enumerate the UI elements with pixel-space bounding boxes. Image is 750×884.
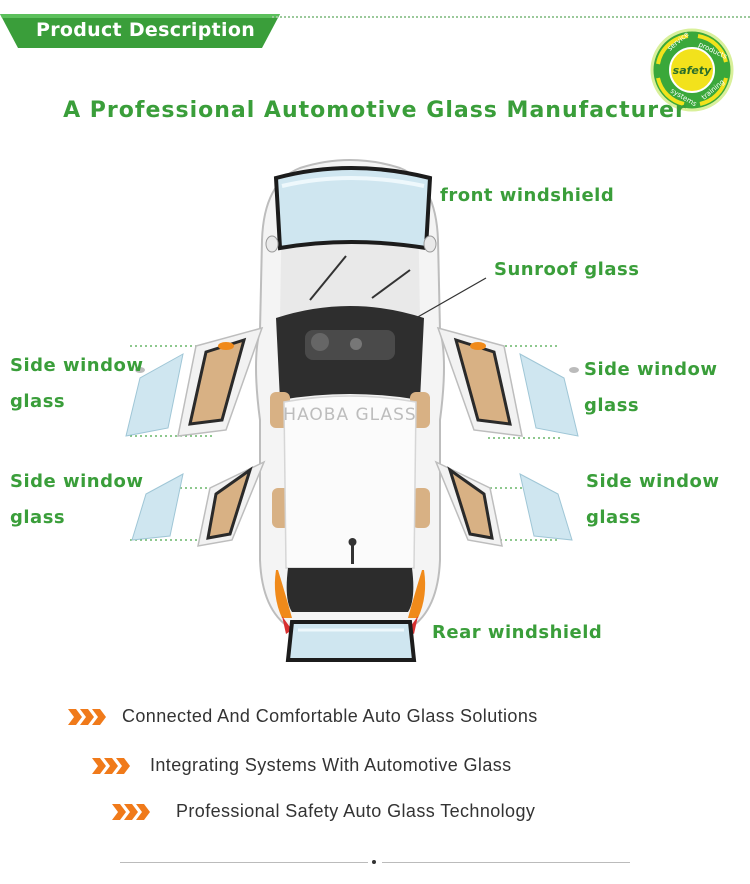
car-glass-diagram: HAOBA GLASS: [125, 159, 579, 662]
label-side-window-bl-line1: Side window: [10, 471, 144, 492]
header-tab-shape: [0, 14, 280, 48]
footer-divider-left: [120, 862, 368, 863]
page-title: A Professional Automotive Glass Manufact…: [63, 98, 687, 123]
label-side-window-bl: Side window glass: [10, 464, 144, 536]
label-side-window-br: Side window glass: [586, 464, 720, 536]
label-side-window-br-line1: Side window: [586, 471, 720, 492]
label-side-window-tr: Side window glass: [584, 352, 718, 424]
chevron-icon: [68, 709, 106, 725]
label-rear-windshield: Rear windshield: [432, 622, 603, 643]
label-side-window-bl-line2: glass: [10, 507, 66, 528]
badge-center-text: safety: [673, 64, 712, 77]
feature-item-3: Professional Safety Auto Glass Technolog…: [176, 801, 536, 821]
safety-badge: safety service products systems training: [650, 28, 734, 112]
label-side-window-tr-line2: glass: [584, 395, 640, 416]
watermark-text: HAOBA GLASS: [283, 405, 416, 425]
label-side-window-tl-line1: Side window: [10, 355, 144, 376]
label-side-window-tl: Side window glass: [10, 348, 144, 420]
header-divider: [272, 16, 750, 18]
label-sunroof-glass: Sunroof glass: [494, 259, 640, 280]
feature-item-1: Connected And Comfortable Auto Glass Sol…: [122, 706, 538, 726]
label-side-window-tl-line2: glass: [10, 391, 66, 412]
footer-divider-dot: [372, 860, 376, 864]
chevron-icon: [92, 758, 130, 774]
feature-item-2: Integrating Systems With Automotive Glas…: [150, 755, 512, 775]
footer-divider-right: [382, 862, 630, 863]
label-front-windshield: front windshield: [440, 185, 615, 206]
label-side-window-br-line2: glass: [586, 507, 642, 528]
chevron-icon: [112, 804, 150, 820]
label-side-window-tr-line1: Side window: [584, 359, 718, 380]
header-tab-label: Product Description: [36, 19, 256, 41]
